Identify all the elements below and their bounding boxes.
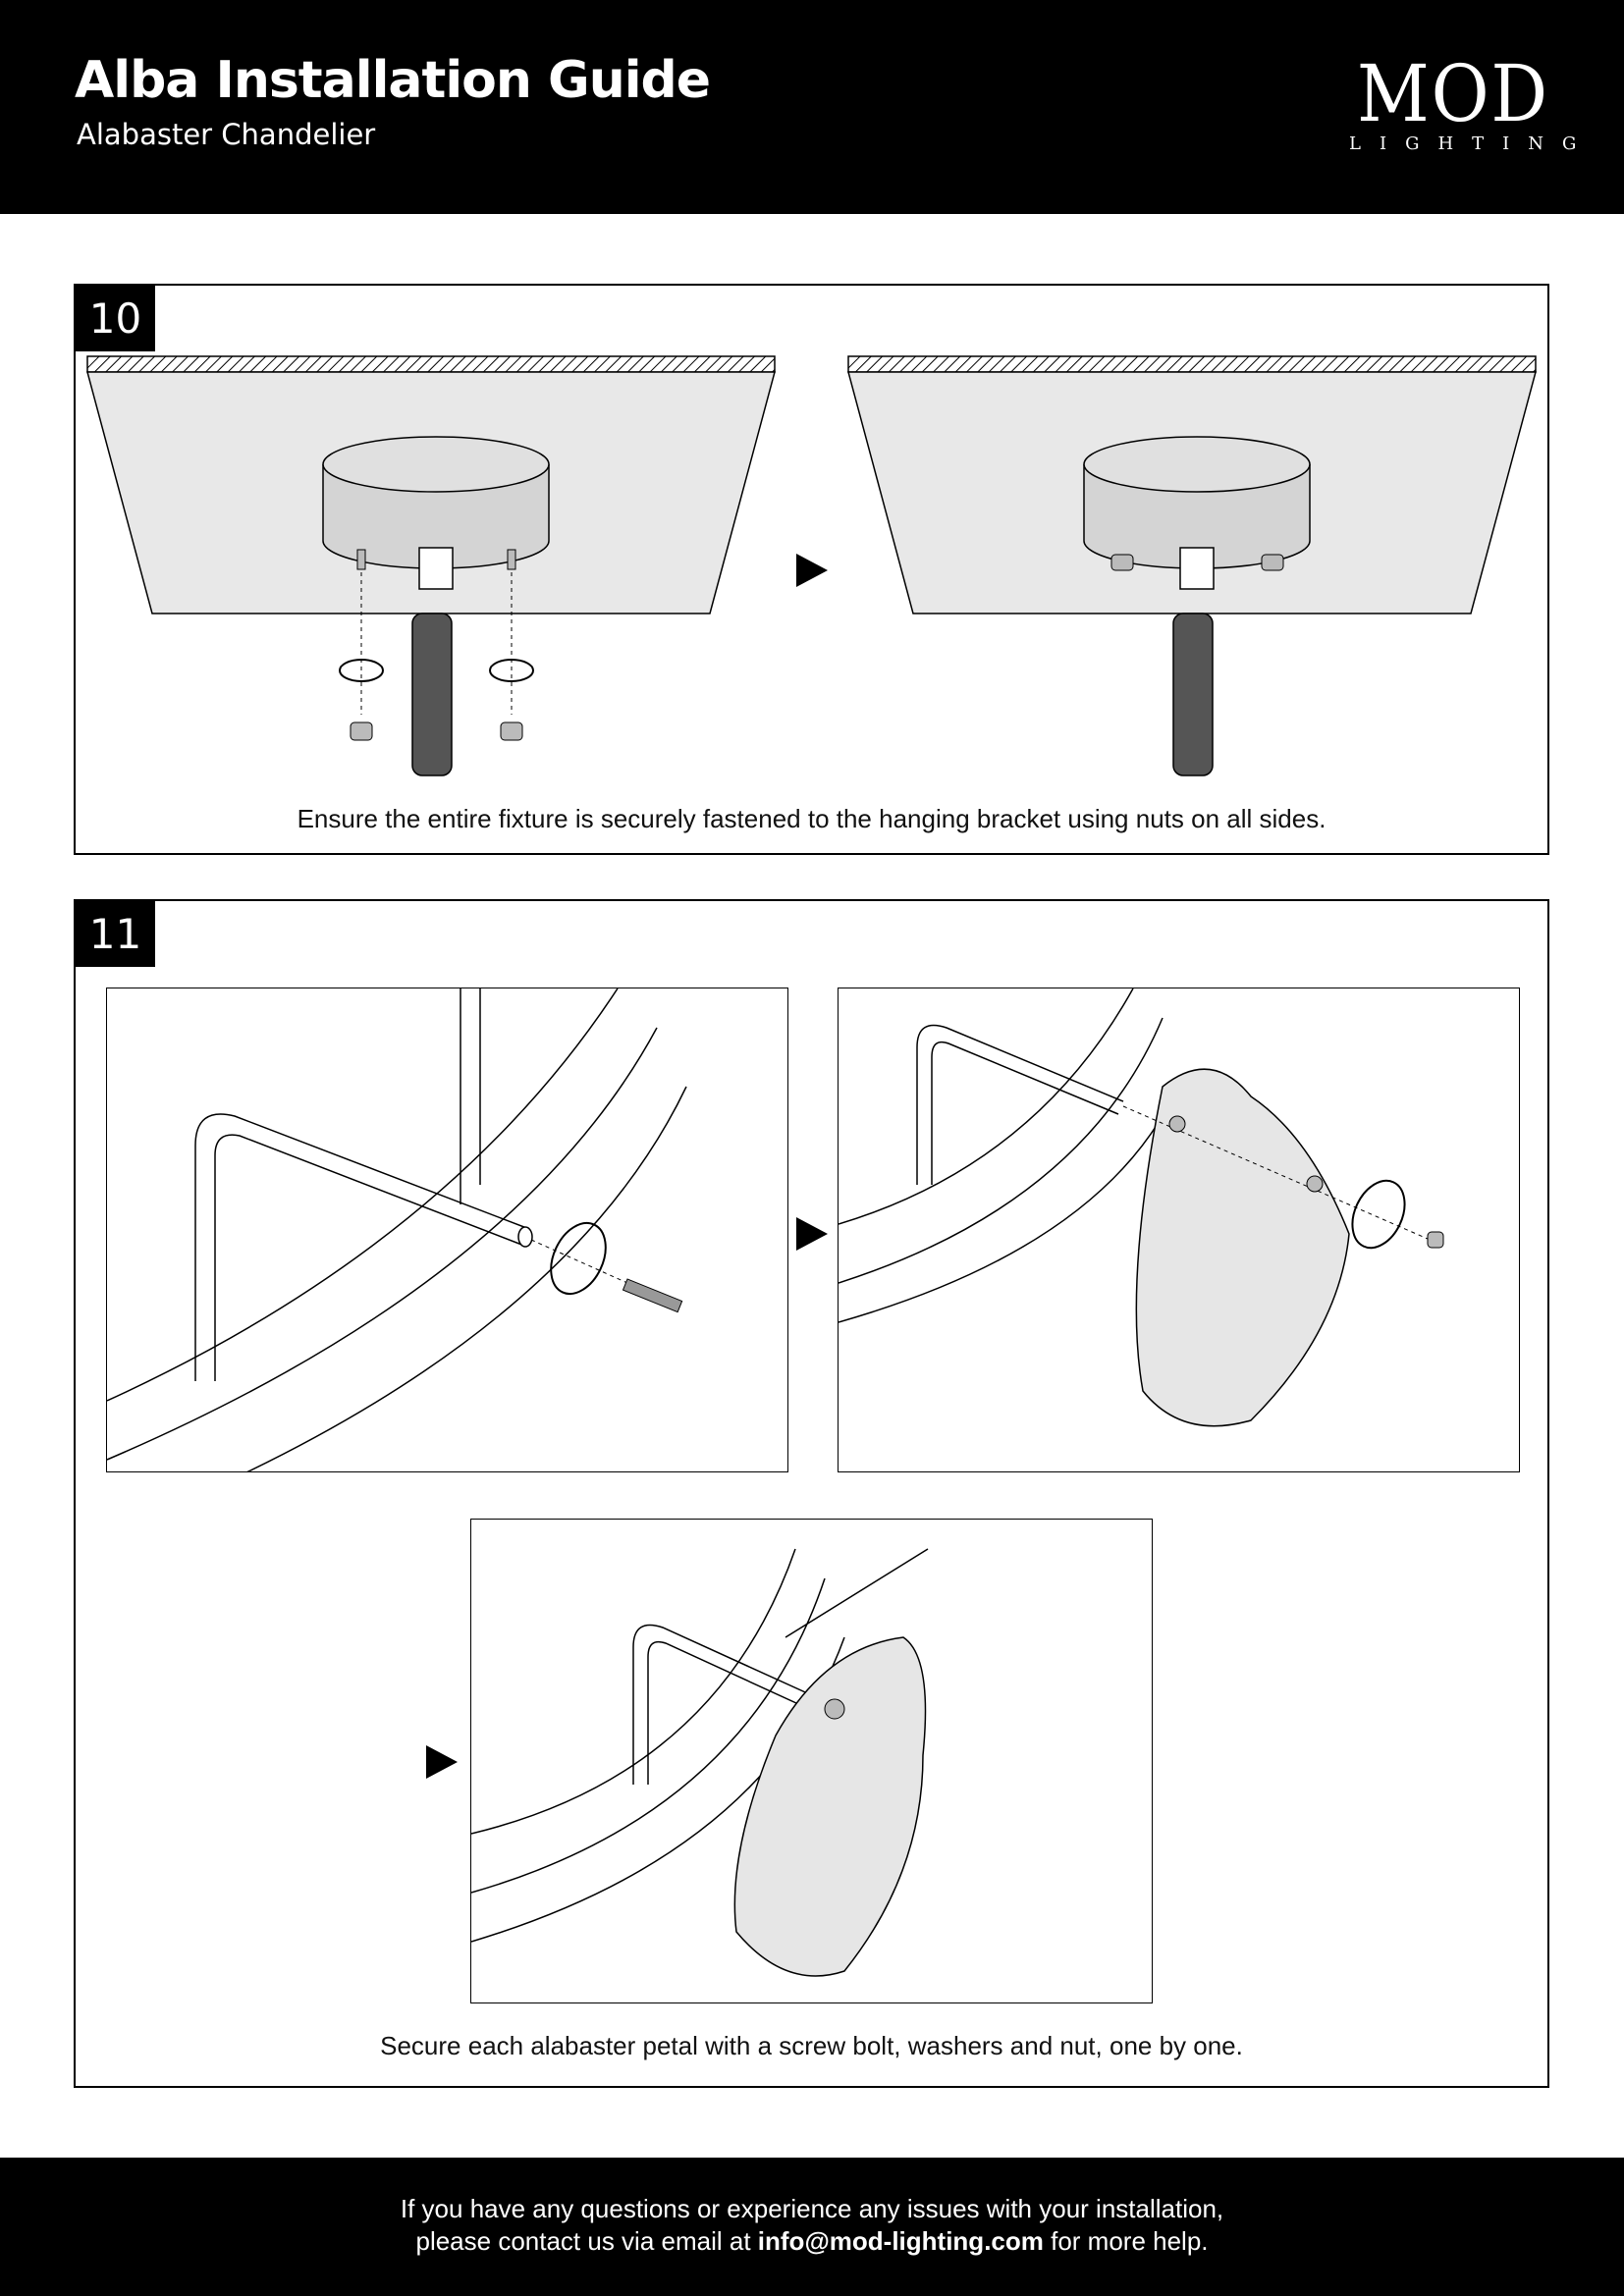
page-title: Alba Installation Guide [75,51,711,110]
next-arrow-icon [426,1745,458,1779]
logo-sub: LIGHTING [1349,133,1596,154]
footer-prefix: please contact us via email at [415,2226,751,2256]
page-subtitle: Alabaster Chandelier [77,118,376,151]
step-caption: Secure each alabaster petal with a screw… [380,2031,1243,2060]
step-caption: Ensure the entire fixture is securely fa… [297,804,1326,833]
footer: If you have any questions or experience … [0,2158,1624,2296]
footer-suffix: for more help. [1051,2226,1209,2256]
next-arrow-icon [796,1217,828,1251]
petal-attach-illustration [839,988,1444,1427]
step-10-panel: 10 [74,284,1549,855]
ceiling-before [86,355,776,776]
footer-line-2: please contact us via email at info@mod-… [0,2225,1624,2258]
ceiling-after [847,355,1537,776]
step-11-panel: 11 [74,899,1549,2088]
next-arrow-icon [796,554,828,587]
step-number: 10 [76,286,155,351]
support-email-link[interactable]: info@mod-lighting.com [757,2226,1044,2256]
step-11-view-1 [106,988,788,1472]
step-11-view-3 [470,1519,1153,2003]
step-10-illustration [86,355,1537,776]
logo-main: MOD [1357,48,1549,139]
mod-lighting-logo: MOD LIGHTING [1335,48,1596,155]
arm-bolt-illustration [107,988,687,1471]
footer-line-1: If you have any questions or experience … [400,2194,1224,2223]
step-number: 11 [76,901,155,967]
header: Alba Installation Guide Alabaster Chande… [0,0,1624,214]
step-11-view-2 [838,988,1520,1472]
petal-secured-illustration [471,1548,929,1977]
